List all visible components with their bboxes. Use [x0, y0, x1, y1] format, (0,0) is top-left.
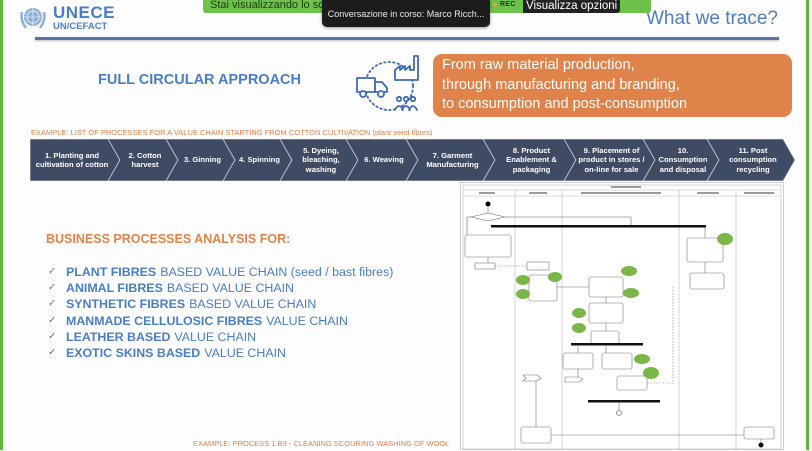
right-margin: [809, 0, 812, 450]
scope-line-3: to consumption and post-consumption: [442, 96, 688, 112]
process-step-chevron: [482, 139, 577, 181]
process-step-label: 6. Weaving: [364, 155, 404, 165]
value-chain-bold: PLANT FIBRES: [66, 265, 157, 279]
un-emblem-icon: [20, 8, 46, 29]
value-chain-bold: ANIMAL FIBRES: [66, 281, 163, 296]
process-chevron-shapes: [30, 139, 796, 181]
screen-share-border-right: [806, 0, 809, 450]
recording-indicator: REC: [493, 1, 516, 8]
view-options-button[interactable]: Visualizza opzioni: [523, 0, 621, 13]
value-chain-rest: BASED VALUE CHAIN: [189, 297, 317, 312]
logo-line1: UNECE: [53, 3, 116, 23]
value-chain-rest: VALUE CHAIN: [204, 345, 286, 360]
process-step-chevron: [405, 139, 496, 181]
process-chevron-bar: 1. Planting and cultivation of cotton 2. …: [30, 139, 800, 181]
check-icon: ✓: [48, 314, 57, 326]
header-divider: [35, 37, 779, 40]
circular-supply-chain-icon: [356, 55, 419, 111]
activity-diagram-drawing: [462, 184, 782, 450]
check-icon: ✓: [48, 282, 57, 294]
value-chain-example-caption: EXAMPLE: LIST OF PROCESSES FOR A VALUE C…: [31, 128, 433, 137]
process-step-chevron: [706, 139, 796, 181]
process-example-caption: EXAMPLE: PROCESS 1.B3 - CLEANING SCOURIN…: [193, 439, 450, 448]
process-step-label: 9. Placement of product in stores / on-l…: [578, 145, 645, 174]
process-step-label: 10. Consumption and disposal: [658, 145, 708, 174]
approach-title: FULL CIRCULAR APPROACH: [98, 72, 301, 88]
process-step-label: 5. Dyeing, bleaching, washing: [302, 145, 340, 174]
value-chain-rest: VALUE CHAIN: [174, 329, 257, 344]
meeting-notification-text: Conversazione in corso: Marco Ricch...: [327, 8, 485, 19]
rec-label: REC: [500, 1, 516, 8]
value-chain-bold: MANMADE CELLULOSIC FIBRES: [66, 313, 263, 328]
process-step-chevron: [563, 139, 656, 181]
value-chain-rest: BASED VALUE CHAIN (seed / bast fibres): [160, 265, 394, 279]
analysis-heading: BUSINESS PROCESSES ANALYSIS FOR:: [46, 232, 291, 246]
scope-line-2: through manufacturing and branding,: [442, 76, 680, 93]
process-step-chevron: [165, 139, 236, 181]
slide-title: What we trace?: [646, 8, 778, 29]
check-icon: ✓: [48, 298, 57, 310]
scope-highlight-box: From raw material production, through ma…: [433, 54, 792, 117]
check-icon: ✓: [48, 266, 57, 277]
process-step-label: 3. Ginning: [183, 155, 222, 165]
value-chain-bold: SYNTHETIC FIBRES: [66, 297, 186, 312]
meeting-notification[interactable]: Conversazione in corso: Marco Ricch...: [322, 0, 490, 27]
process-step-label: 1. Planting and cultivation of cotton: [35, 150, 109, 170]
process-step-chevron: [107, 139, 179, 181]
activity-diagram: [460, 182, 784, 450]
process-step-label: 8. Product Enablement & packaging: [506, 145, 557, 174]
value-chain-bold: EXOTIC SKINS BASED: [66, 345, 201, 360]
process-step-chevron: [345, 139, 419, 181]
process-step-chevron: [222, 139, 293, 181]
screen-share-border-left: [0, 0, 3, 450]
check-icon: ✓: [48, 346, 57, 358]
rec-dot-icon: [493, 2, 497, 7]
value-chain-bold: LEATHER BASED: [66, 329, 171, 344]
scope-line-1: From raw material production,: [442, 57, 635, 73]
process-step-label: 2. Cotton harvest: [128, 150, 162, 170]
screen-share-text: Stai visualizzando lo schermo: [210, 0, 355, 11]
process-step-chevron: [642, 139, 720, 181]
value-chain-rest: VALUE CHAIN: [266, 313, 348, 328]
process-step-chevron: [279, 139, 359, 181]
unece-logo: UNECE UN/CEFACT: [18, 4, 115, 32]
value-chain-rest: BASED VALUE CHAIN: [166, 281, 294, 296]
check-icon: ✓: [48, 330, 57, 342]
process-step-label: 7. Garment Manufacturing: [426, 150, 479, 170]
process-step-label: 4. Spinning: [239, 155, 280, 165]
process-step-label: 11. Post consumption recycling: [729, 145, 777, 174]
logo-line2: UN/CEFACT: [53, 21, 108, 33]
